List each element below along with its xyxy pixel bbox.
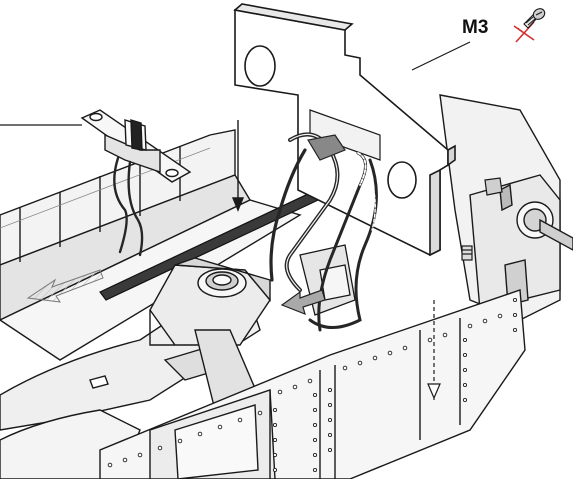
- insert-arrow: [280, 289, 326, 316]
- screw-icon: [523, 8, 546, 29]
- installation-wires: [269, 132, 378, 332]
- hull-plates: [99, 289, 526, 479]
- down-arrow-left: [231, 120, 245, 212]
- side-wall-right: [439, 94, 573, 321]
- down-arrow-right: [427, 300, 441, 400]
- switch-wires: [113, 156, 144, 257]
- bracket-plate: [233, 3, 456, 257]
- switch-part: [80, 109, 192, 183]
- side-screw: [461, 177, 503, 261]
- callout-leader: [411, 41, 471, 71]
- direction-arrow-left: [26, 269, 104, 303]
- hull-rivets: [107, 297, 518, 473]
- screw-size-label: M3: [462, 17, 489, 38]
